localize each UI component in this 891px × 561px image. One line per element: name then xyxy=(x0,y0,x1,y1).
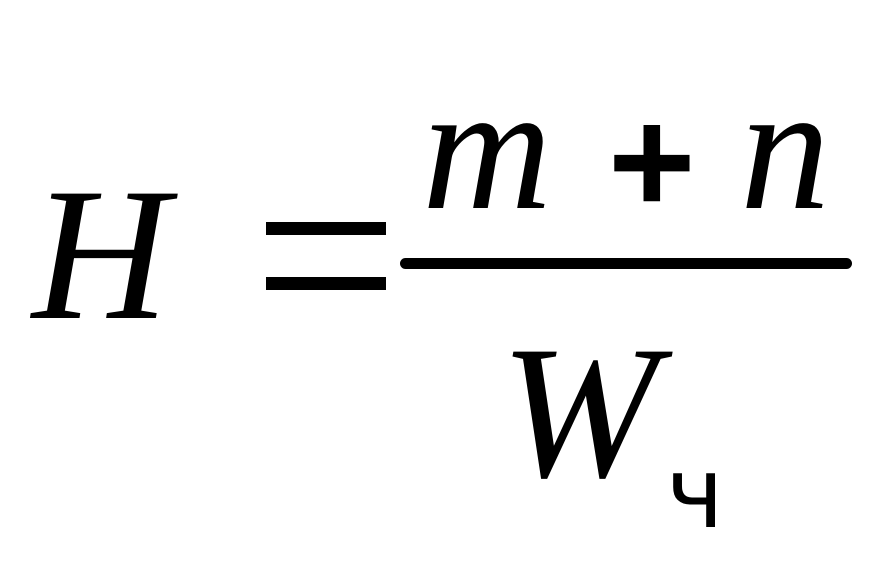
denominator-variable-w: W xyxy=(500,308,659,518)
numerator-variable-m: m xyxy=(422,48,552,247)
denominator-subscript: ч xyxy=(666,437,724,551)
numerator-variable-n: n xyxy=(740,48,830,247)
equals-sign-top-bar xyxy=(266,222,386,235)
equals-sign-bottom-bar xyxy=(266,277,386,290)
plus-sign: + xyxy=(608,77,696,245)
fraction-numerator: m + n xyxy=(410,58,850,238)
equals-sign xyxy=(266,222,386,290)
fraction-bar xyxy=(400,258,852,269)
lhs-variable-h: H xyxy=(32,150,170,360)
